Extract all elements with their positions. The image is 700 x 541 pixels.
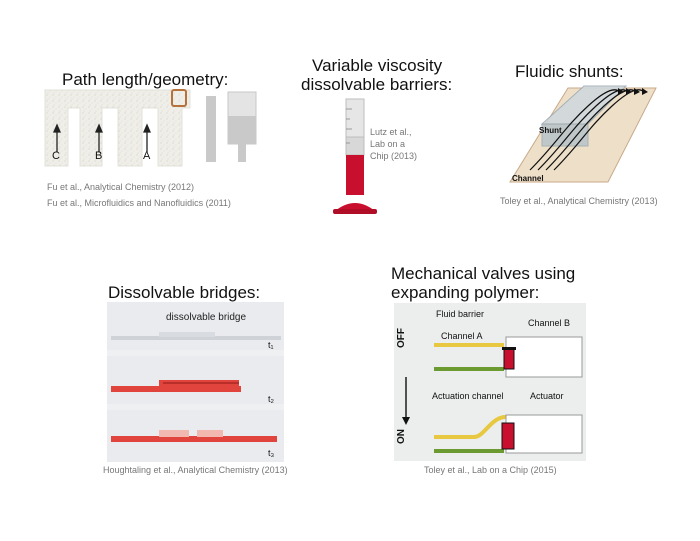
label-c: C	[52, 150, 60, 162]
valves-citation: Toley et al., Lab on a Chip (2015)	[424, 465, 557, 475]
stage-t1: t₁	[268, 340, 274, 350]
grey-strip-1	[206, 96, 216, 162]
paper-device	[44, 89, 191, 167]
channel-label: Channel	[512, 174, 544, 183]
viscosity-citation-3: Chip (2013)	[370, 151, 418, 161]
channel-a-label: Channel A	[441, 331, 483, 341]
path-length-citation-2: Fu et al., Microfluidics and Nanofluidic…	[47, 198, 231, 208]
viscosity-title-line1: Variable viscosity	[312, 56, 443, 75]
actuation-channel-label: Actuation channel	[432, 391, 504, 401]
shunts-title: Fluidic shunts:	[515, 62, 624, 81]
bridges-title: Dissolvable bridges:	[108, 283, 261, 302]
bridges-figure	[107, 302, 284, 462]
source-pad	[171, 89, 187, 107]
label-b: B	[95, 150, 103, 162]
valves-title-line2: expanding polymer:	[391, 283, 540, 302]
graduated-cylinder	[333, 98, 377, 214]
shunt-figure	[509, 85, 657, 183]
viscosity-citation-1: Lutz et al.,	[370, 127, 412, 137]
valves-title-line1: Mechanical valves using	[391, 264, 576, 283]
path-length-title: Path length/geometry:	[62, 70, 229, 89]
valves-figure	[394, 303, 586, 461]
path-length-citation-1: Fu et al., Analytical Chemistry (2012)	[47, 182, 195, 192]
viscosity-citation-2: Lab on a	[370, 139, 406, 149]
dissolvable-bridge-label: dissolvable bridge	[166, 312, 247, 323]
path-length-figure	[44, 89, 257, 167]
actuator-label: Actuator	[530, 391, 564, 401]
off-label: OFF	[396, 328, 407, 348]
shunt-label: Shunt	[539, 126, 562, 135]
label-a: A	[143, 150, 151, 162]
on-label: ON	[396, 429, 407, 444]
bridges-citation: Houghtaling et al., Analytical Chemistry…	[103, 465, 288, 475]
channel-b-label: Channel B	[528, 318, 571, 328]
viscosity-title-line2: dissolvable barriers:	[301, 75, 453, 94]
stage-t2: t₂	[268, 394, 274, 404]
stage-t3: t₃	[268, 448, 275, 458]
fluid-barrier-label: Fluid barrier	[436, 309, 485, 319]
shunts-citation: Toley et al., Analytical Chemistry (2013…	[500, 196, 658, 206]
